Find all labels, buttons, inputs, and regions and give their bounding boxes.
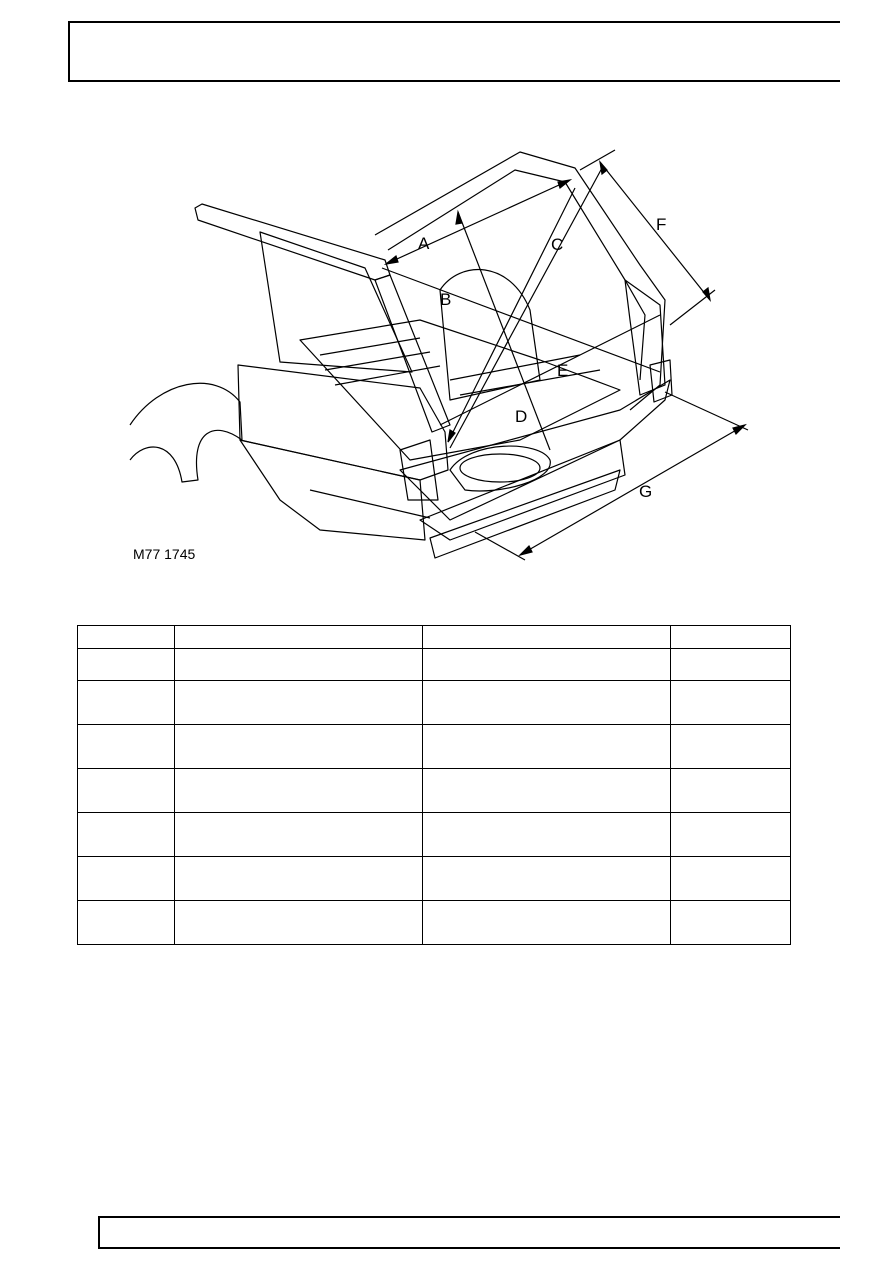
table-cell [174,648,423,681]
table-row [77,724,791,769]
rear-opening-inner [387,169,646,381]
table-cell [422,812,671,857]
table-cell [422,625,671,649]
table-cell [670,680,791,725]
table-cell [422,856,671,901]
table-cell [77,768,175,813]
d-pillar [374,274,451,433]
table-cell [670,900,791,945]
table-cell [174,900,423,945]
table-cell [174,768,423,813]
label-c: C [551,235,563,254]
right-rear-pillar [624,279,666,396]
lower-sill [239,439,426,541]
dimension-line-c [447,187,576,443]
table-cell [422,680,671,725]
arrow-head-1 [383,254,399,265]
wheel-arch [129,382,243,483]
table-row [77,680,791,725]
table-row [77,812,791,857]
table-cell [422,724,671,769]
table-cell [174,680,423,725]
table-cell [670,812,791,857]
floor-rib-2 [324,351,431,371]
dimension-line-b [381,267,661,373]
dimension-line-f-ext1 [579,149,616,171]
table-cell [670,856,791,901]
floor-rib-4 [449,354,581,381]
page-footer-box [98,1216,840,1249]
table-cell [77,900,175,945]
inner-wheel-arch [439,268,541,401]
arrow-head-7 [447,429,456,443]
dimension-line-g [519,424,746,556]
dimensions-table [77,625,791,945]
label-e: E [557,361,568,380]
table-row [77,625,791,649]
figure-reference: M77 1745 [133,546,196,562]
table-cell [174,724,423,769]
table-cell [77,648,175,681]
table-cell [77,625,175,649]
left-lamp-recess [399,439,439,501]
rear-valance [419,439,626,541]
table-cell [422,900,671,945]
table-cell [77,724,175,769]
table-cell [174,812,423,857]
floor-rib-1 [319,337,421,356]
dimension-line-e [439,314,661,426]
table-row [77,648,791,681]
arrow-head-3 [599,160,608,176]
table-row [77,768,791,813]
table-cell [77,856,175,901]
label-d: D [515,407,527,426]
roof-outline [194,203,391,281]
arrow-head-4 [702,286,711,302]
table-cell [174,625,423,649]
arrow-head-5 [518,544,533,557]
table-cell [77,812,175,857]
load-floor [299,319,621,461]
table-cell [670,648,791,681]
arrow-head-8 [455,209,463,225]
arrow-head-6 [732,423,747,436]
lower-sill-strip [309,489,431,519]
table-cell [670,768,791,813]
table-cell [670,625,791,649]
spare-wheel-tub [459,453,541,483]
floor-rib-3 [334,365,441,386]
floor-rib-5 [459,369,601,396]
table-cell [77,680,175,725]
spare-wheel-well [449,445,551,492]
table-row [77,856,791,901]
label-a: A [418,234,430,253]
label-g: G [639,482,652,501]
table-row [77,900,791,945]
table-cell [670,724,791,769]
rear-crossmember [429,469,621,559]
table-cell [174,856,423,901]
dimension-line-d2 [449,167,603,449]
arrow-head-2 [557,179,573,190]
page-header-box [68,21,840,82]
table-cell [422,648,671,681]
tailgate-sill [399,379,671,521]
rear-opening-frame [374,151,666,411]
rear-side-window [259,231,413,373]
table-cell [422,768,671,813]
dimension-line-a [385,179,571,265]
dimension-line-f [599,161,711,301]
label-f: F [656,215,666,234]
label-b: B [440,290,451,309]
dimension-line-g-ext1 [474,531,526,561]
body-dimension-illustration: A B C D E F G [129,149,749,561]
dimension-line-g-ext2 [664,391,749,431]
dimension-line-d1 [457,211,551,451]
